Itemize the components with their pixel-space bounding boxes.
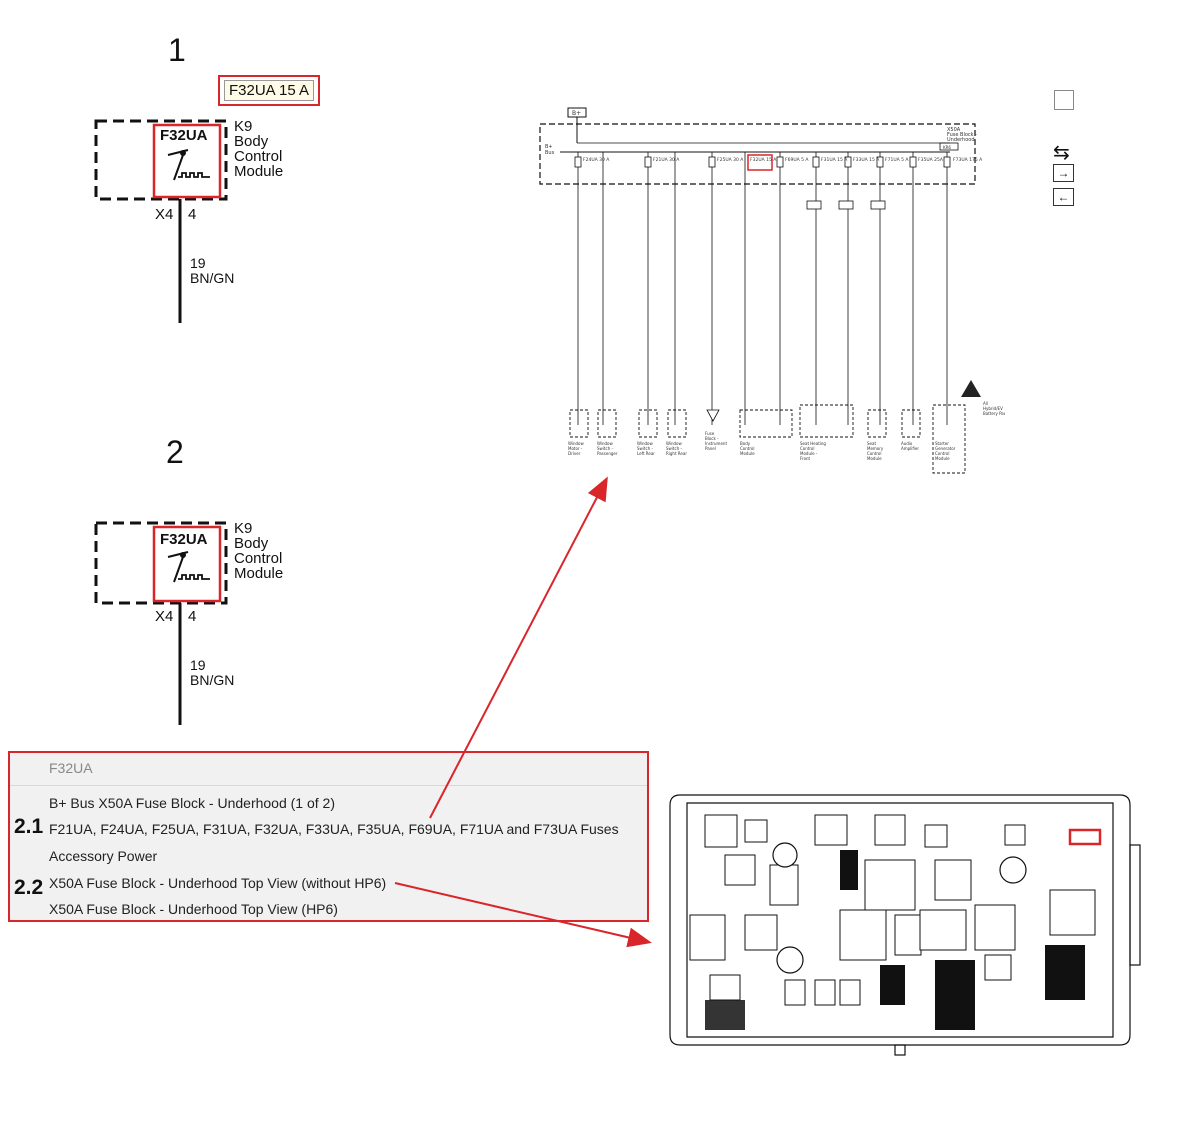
link-bplus-bus[interactable]: B+ Bus X50A Fuse Block - Underhood (1 of…: [49, 795, 335, 811]
svg-text:Switch -: Switch -: [637, 446, 653, 451]
svg-text:Bus: Bus: [545, 150, 555, 156]
window-icon[interactable]: [1054, 90, 1074, 110]
svg-text:Front: Front: [800, 456, 811, 461]
module-line-1b: Control: [234, 148, 283, 165]
share-icon[interactable]: ⇆: [1053, 142, 1070, 164]
fuse-location-highlight: [1068, 828, 1102, 846]
module-code-2: K9: [234, 520, 253, 537]
svg-text:F25UA 30 A: F25UA 30 A: [717, 157, 744, 163]
svg-text:B+: B+: [545, 144, 553, 150]
svg-text:Generator: Generator: [935, 446, 956, 451]
module-line-2c: Module: [234, 565, 284, 582]
svg-text:All: All: [983, 401, 988, 406]
diagram-1-circuit: [94, 119, 228, 323]
fuse-rating-label: F32UA 15 A: [224, 80, 315, 101]
module-line-1c: Module: [234, 163, 284, 180]
svg-text:KR6: KR6: [943, 145, 951, 150]
svg-text:F24UA 30 A: F24UA 30 A: [583, 157, 610, 163]
svg-text:Underhood: Underhood: [947, 137, 975, 143]
svg-text:Window: Window: [597, 441, 614, 446]
module-line-2b: Control: [234, 550, 283, 567]
callout-2-2: 2.2: [14, 876, 44, 899]
svg-text:Module: Module: [867, 456, 882, 461]
list-header: F32UA: [49, 760, 93, 776]
svg-text:Window: Window: [568, 441, 585, 446]
diagram-2-circuit: [94, 521, 228, 725]
bplus-tag: B+: [572, 110, 581, 117]
svg-text:Seat Heating: Seat Heating: [800, 441, 826, 446]
svg-text:Module: Module: [935, 456, 950, 461]
svg-text:F33UA 15 A: F33UA 15 A: [853, 157, 880, 163]
connector-label-1: X4: [155, 206, 174, 223]
module-line-1a: Body: [234, 133, 269, 150]
pin-label-1: 4: [188, 206, 197, 223]
svg-text:Amplifier: Amplifier: [901, 446, 919, 451]
fuse-rating-tag: F32UA 15 A: [218, 75, 321, 106]
svg-text:Passenger: Passenger: [597, 451, 618, 456]
svg-text:F21UA 30 A: F21UA 30 A: [653, 157, 680, 163]
link-fuses[interactable]: F21UA, F24UA, F25UA, F31UA, F32UA, F33UA…: [49, 821, 619, 837]
svg-text:Memory: Memory: [867, 446, 884, 451]
svg-text:Switch -: Switch -: [597, 446, 613, 451]
pin-label-2: 4: [188, 608, 197, 625]
wire-color-2: BN/GN: [190, 672, 235, 688]
svg-text:Audio: Audio: [901, 441, 913, 446]
forward-arrow-icon[interactable]: →: [1053, 164, 1074, 182]
diagram-2-number: 2: [166, 434, 184, 470]
diagram-1-number: 1: [168, 32, 186, 68]
list-header-row: [10, 753, 647, 786]
svg-text:Control: Control: [740, 446, 754, 451]
svg-text:F71UA 5 A: F71UA 5 A: [885, 157, 909, 163]
svg-text:Hybrid/EV: Hybrid/EV: [983, 406, 1003, 411]
svg-text:Block -: Block -: [705, 436, 719, 441]
fuse-block-top-view: [669, 794, 1141, 1056]
svg-text:F35UA 25A: F35UA 25A: [918, 157, 944, 163]
svg-text:Window: Window: [666, 441, 683, 446]
document-link-list: F32UA B+ Bus X50A Fuse Block - Underhood…: [8, 751, 649, 922]
svg-text:Instrument: Instrument: [705, 441, 727, 446]
link-accessory-power[interactable]: Accessory Power: [49, 848, 158, 864]
svg-text:Starter: Starter: [935, 441, 949, 446]
fuse-name-1: F32UA: [160, 127, 208, 144]
svg-text:Right Rear: Right Rear: [666, 451, 687, 456]
svg-text:F32UA 15 A: F32UA 15 A: [750, 157, 777, 163]
callout-2-1: 2.1: [14, 815, 44, 838]
svg-text:Fuse: Fuse: [705, 431, 715, 436]
wire-color-1: BN/GN: [190, 270, 235, 286]
svg-text:X50A: X50A: [947, 127, 961, 133]
schematic-f32ua-highlight: [747, 154, 773, 171]
fuse-name-2: F32UA: [160, 531, 208, 548]
svg-text:Body: Body: [740, 441, 751, 446]
module-code-1: K9: [234, 118, 253, 135]
circuit-number-1: 19: [190, 255, 206, 271]
svg-text:Fuse Block -: Fuse Block -: [947, 132, 977, 138]
svg-text:Motor -: Motor -: [568, 446, 583, 451]
link-top-view-without-hp6[interactable]: X50A Fuse Block - Underhood Top View (wi…: [49, 875, 387, 891]
svg-text:Battery Pack: Battery Pack: [983, 411, 1005, 416]
svg-text:Control: Control: [800, 446, 814, 451]
arrow-to-schematic: [429, 476, 608, 819]
circuit-number-2: 19: [190, 657, 206, 673]
svg-text:Left Rear: Left Rear: [637, 451, 655, 456]
svg-text:Seat: Seat: [867, 441, 876, 446]
svg-text:Module -: Module -: [800, 451, 818, 456]
svg-text:F69UA 5 A: F69UA 5 A: [785, 157, 809, 163]
arrow-to-fuse-block: [394, 882, 652, 948]
connector-label-2: X4: [155, 608, 174, 625]
link-top-view-hp6[interactable]: X50A Fuse Block - Underhood Top View (HP…: [49, 901, 338, 917]
svg-text:Switch -: Switch -: [666, 446, 682, 451]
svg-text:Driver: Driver: [568, 451, 581, 456]
svg-text:F31UA 15 A: F31UA 15 A: [821, 157, 848, 163]
svg-text:F73UA 175 A: F73UA 175 A: [953, 157, 983, 163]
svg-text:Control: Control: [867, 451, 881, 456]
svg-text:Control: Control: [935, 451, 949, 456]
svg-text:Panel: Panel: [705, 446, 716, 451]
back-arrow-icon[interactable]: ←: [1053, 188, 1074, 206]
svg-text:Window: Window: [637, 441, 654, 446]
svg-text:Module: Module: [740, 451, 755, 456]
module-line-2a: Body: [234, 535, 269, 552]
